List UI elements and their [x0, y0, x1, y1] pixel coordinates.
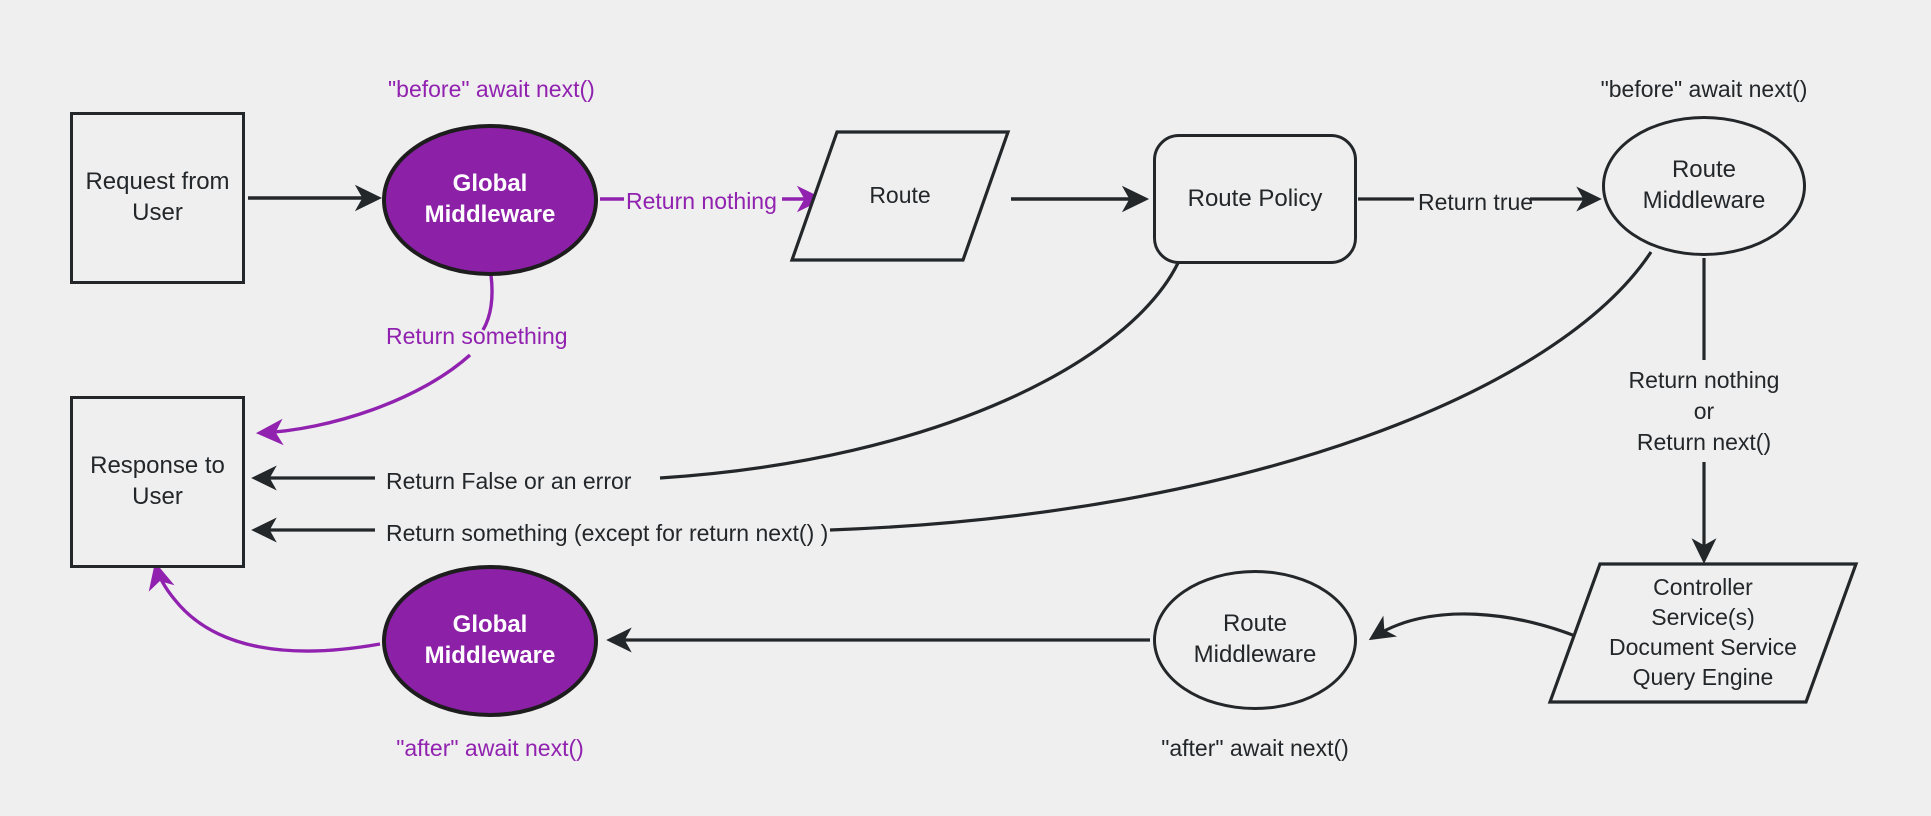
node-global-middleware-top[interactable]: Global Middleware [382, 124, 598, 276]
edge-label-return-true: Return true [1418, 189, 1534, 215]
node-global-middleware-bottom[interactable]: Global Middleware [382, 565, 598, 717]
node-request-from-user-label: Request from User [85, 168, 230, 226]
node-request-from-user[interactable]: Request from User [70, 112, 245, 284]
edge-label-return-false-or-error: Return False or an error [386, 468, 632, 494]
route-parallelogram-shape [789, 130, 1011, 262]
edge-label-return-nothing: Return nothing [626, 188, 777, 214]
node-global-middleware-bottom-label: Global Middleware [424, 611, 556, 669]
node-route-middleware-bottom[interactable]: Route Middleware [1153, 570, 1357, 710]
node-route-policy-label: Route Policy [1187, 184, 1323, 212]
edge-label-return-something-except-next: Return something (except for return next… [386, 520, 829, 546]
node-route[interactable]: Route [789, 130, 1011, 262]
annotation-before-await-next-global: "before" await next() [388, 76, 595, 102]
edge-global-middleware-bottom-to-response [148, 562, 381, 653]
node-route-label: Route [869, 182, 931, 209]
node-route-middleware-top-label: Route Middleware [1642, 156, 1766, 214]
annotation-before-await-next-route: "before" await next() [1600, 76, 1808, 102]
node-global-middleware-top-label: Global Middleware [424, 170, 556, 228]
controller-parallelogram-shape [1547, 562, 1859, 704]
annotation-after-await-next-route: "after" await next() [1161, 735, 1349, 761]
node-controller-services-label: Controller Service(s) Document Service Q… [1609, 574, 1797, 690]
node-controller-services[interactable]: Controller Service(s) Document Service Q… [1547, 562, 1859, 704]
edge-global-middleware-to-response-upper-b [255, 353, 472, 446]
node-route-middleware-top[interactable]: Route Middleware [1602, 116, 1806, 256]
edge-label-return-nothing-or-next: Return nothing or Return next() [1628, 367, 1780, 456]
edge-route-policy-to-response-curve [659, 262, 1180, 480]
node-route-policy[interactable]: Route Policy [1153, 134, 1357, 264]
edge-route-middleware-to-response-curve [829, 251, 1653, 532]
annotation-after-await-next-global: "after" await next() [396, 735, 584, 761]
edge-label-return-something: Return something [386, 323, 568, 349]
node-response-to-user-label: Response to User [90, 452, 225, 510]
node-route-middleware-bottom-label: Route Middleware [1193, 610, 1317, 668]
node-response-to-user[interactable]: Response to User [70, 396, 245, 568]
